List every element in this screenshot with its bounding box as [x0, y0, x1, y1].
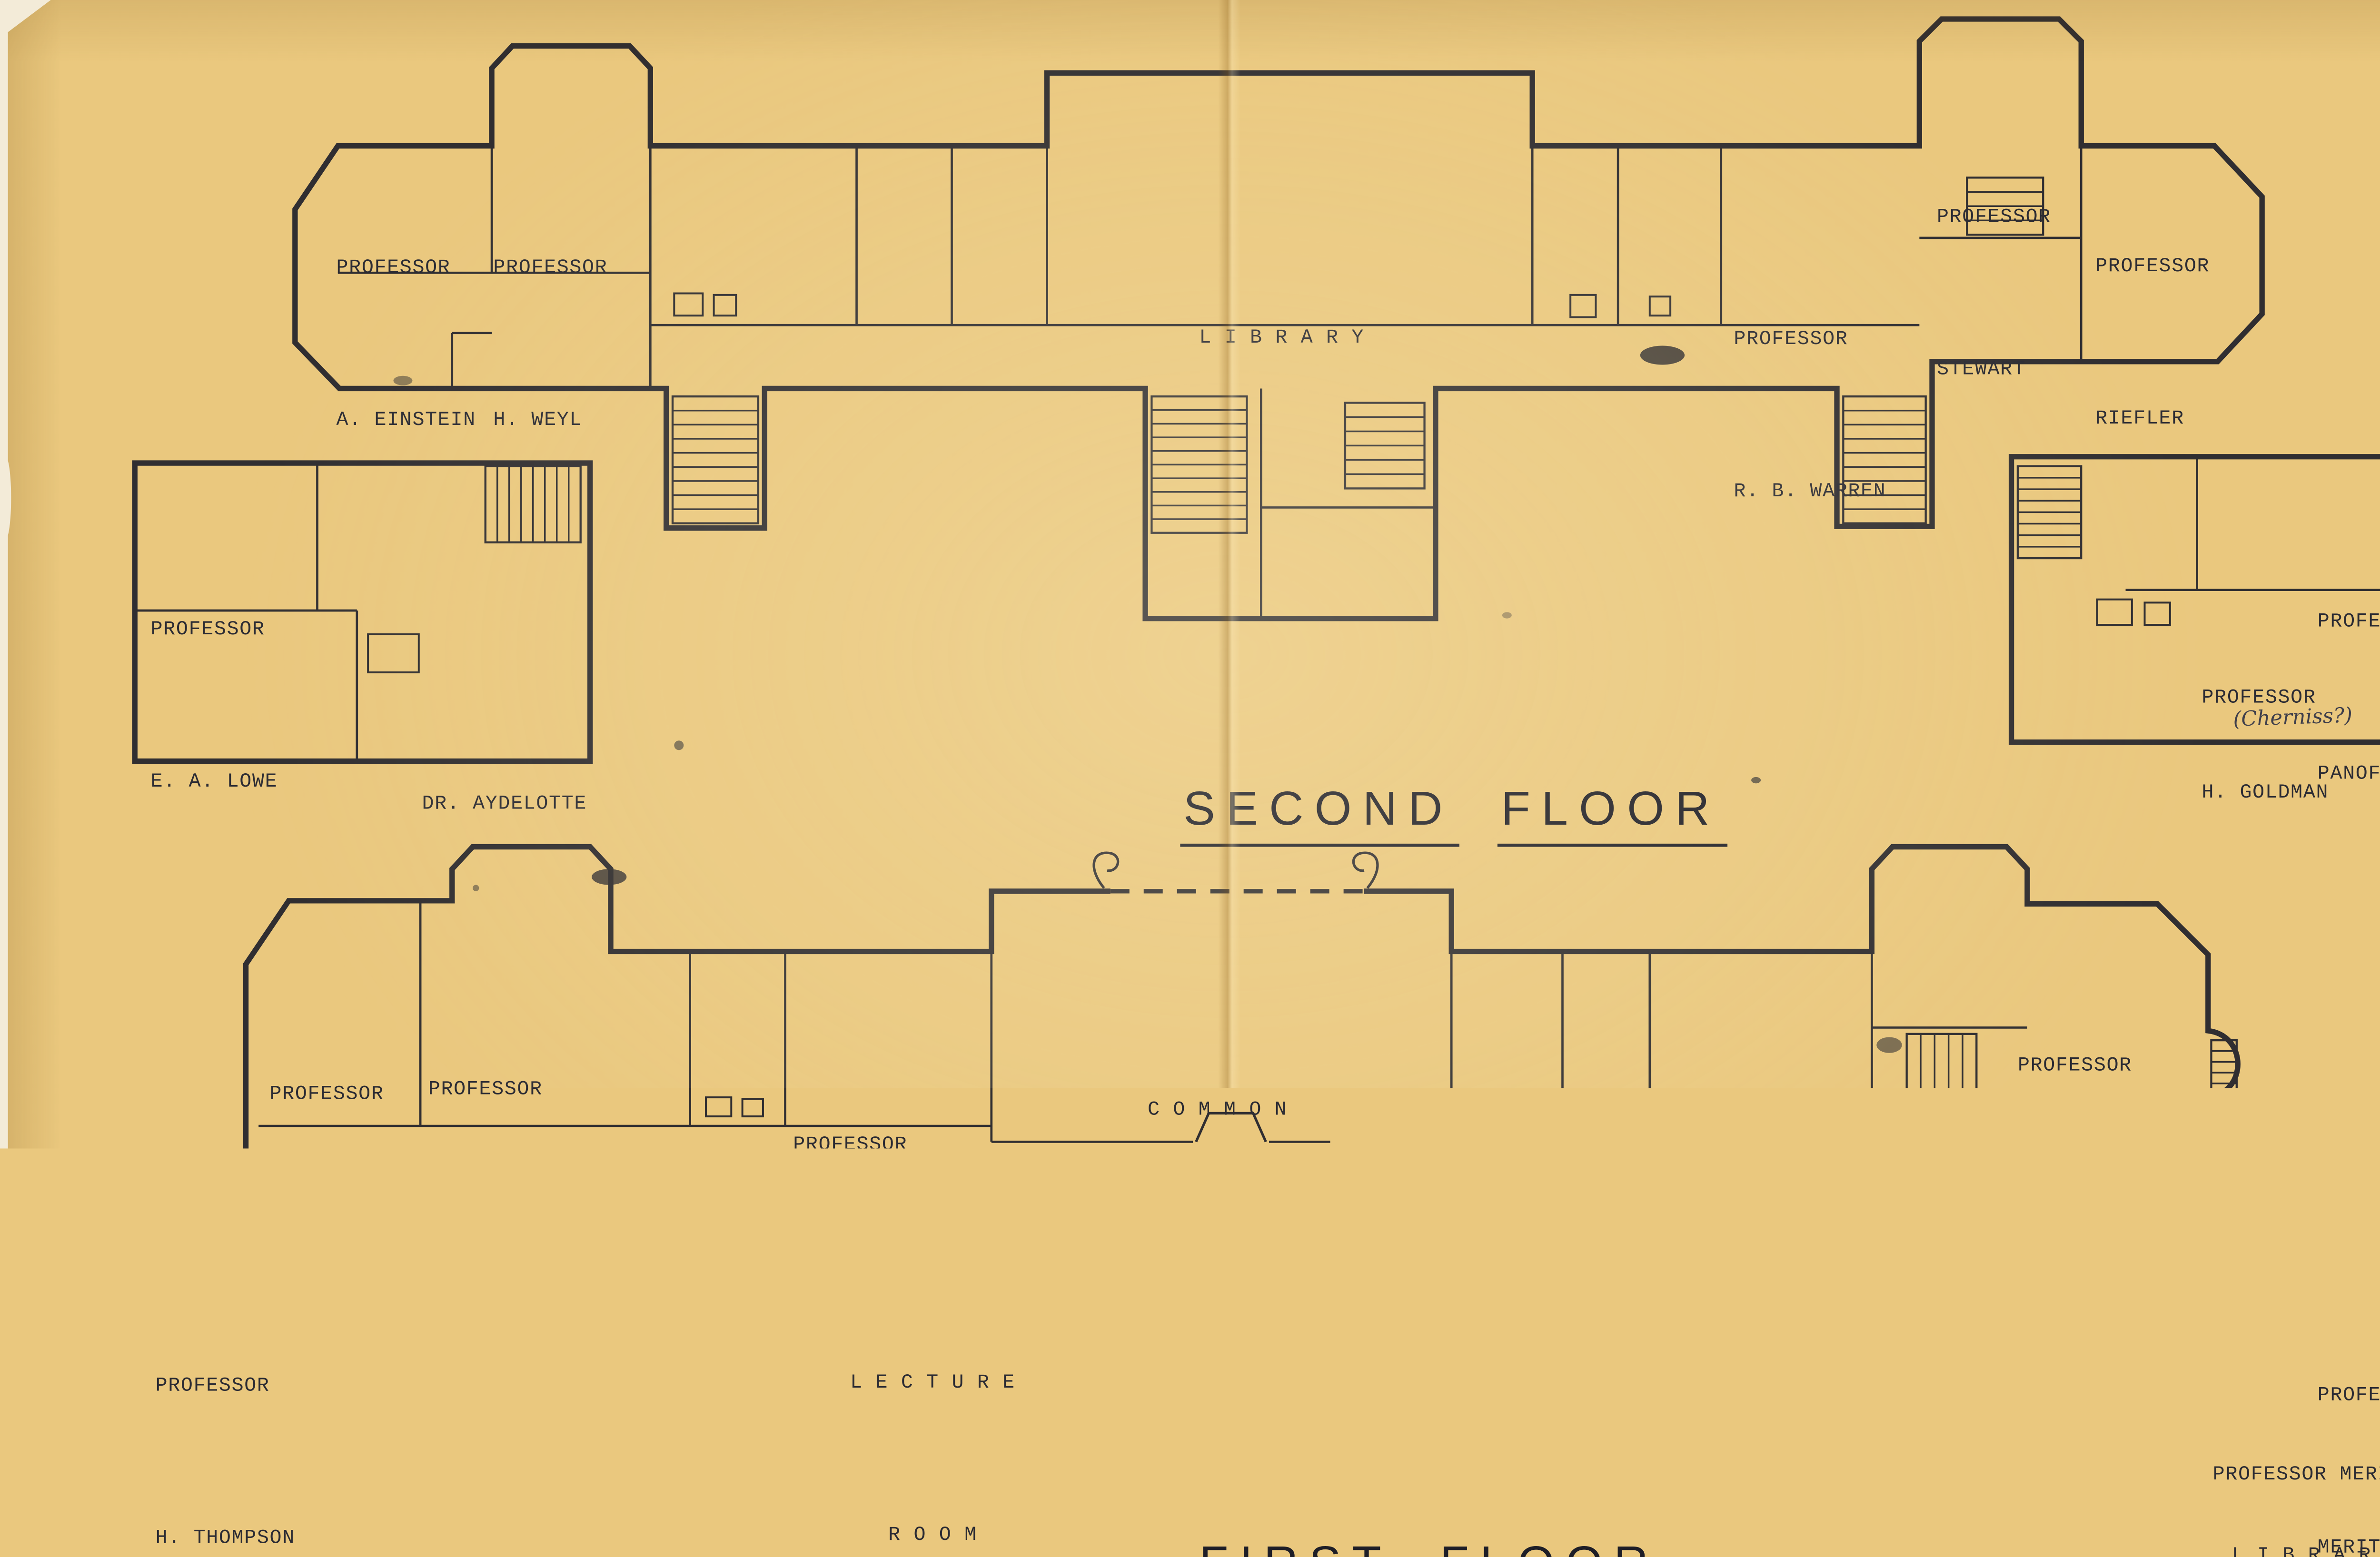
bathroom-fixture	[743, 1099, 763, 1116]
paper-tear	[0, 457, 11, 539]
handwritten-text: (Cherniss?)	[2233, 704, 2353, 732]
bathroom-fixture	[674, 294, 703, 316]
room-label-line: PROFESSOR	[2018, 1040, 2157, 1091]
room-label-warren: PROFESSOR R. B. WARREN	[1734, 213, 1886, 619]
bathroom-fixture	[1608, 1102, 1627, 1120]
paper-tear	[0, 0, 51, 38]
room-label-line: R. B. WARREN	[1734, 466, 1886, 517]
table	[2237, 1343, 2281, 1375]
bathroom-fixture	[1574, 1101, 1599, 1120]
room-label-earle: PROFESSOR E. M. EARLE	[1674, 1031, 1813, 1437]
title-word: FIRST	[1196, 1538, 1398, 1557]
room-label-switchboard: SWITCH BOARD	[1285, 1329, 1355, 1507]
room-label-line: E. A. LOWE	[151, 757, 278, 808]
scan-edge	[0, 0, 8, 1557]
room-label-line: DR. AYDELOTTE	[422, 778, 587, 829]
bathroom-fixture	[1650, 296, 1670, 315]
room-label-oppenheimer: PROFESSOR OPPENHEIMER	[2018, 939, 2157, 1345]
room-label-line: R O O M	[1111, 1237, 1325, 1288]
bathroom-fixture	[1570, 295, 1596, 317]
bathroom-fixture	[2129, 1396, 2151, 1415]
room-label-line: PROFESSOR	[1674, 1132, 1813, 1183]
room-label-alexander: PROFESSOR ALEXANDER	[428, 963, 543, 1369]
staircase	[1813, 1201, 1874, 1266]
room-label-line: E. M. EARLE	[1674, 1284, 1813, 1335]
staircase	[581, 1202, 639, 1354]
room-label-line: ALEXANDER	[428, 1216, 543, 1267]
staircase	[1907, 1034, 1977, 1094]
paper-tear	[0, 1532, 35, 1557]
room-label-line: PROFESSOR	[493, 243, 607, 294]
title-word: SECOND	[1180, 783, 1460, 847]
room-label-riefler: PROFESSOR RIEFLER	[2095, 139, 2210, 545]
room-label-lecture-room: L E C T U R E R O O M	[822, 1256, 1044, 1557]
room-label-weyl: PROFESSOR H. WEYL	[493, 141, 607, 547]
room-label-line: PROFESSOR	[793, 1120, 932, 1171]
room-label-aydelotte: DR. AYDELOTTE	[422, 677, 587, 931]
room-label-line: PROFESSOR	[1734, 314, 1886, 365]
room-label-thompson: PROFESSOR H. THOMPSON	[156, 1259, 295, 1557]
room-label-meritt-library: PROFESSOR MERITT L I B R A R Y	[2186, 1408, 2380, 1557]
room-label-line: R O O M	[822, 1510, 1044, 1557]
room-label-einstein: PROFESSOR A. EINSTEIN	[336, 141, 476, 547]
bathroom-fixture	[706, 1097, 731, 1116]
room-label-line: PROFESSOR	[1937, 192, 2051, 243]
room-label-line: SWITCH	[1285, 1373, 1355, 1396]
second-floor-title: SECOND FLOOR	[1034, 729, 1765, 901]
room-label-library: L I B R A R Y	[1199, 211, 1364, 464]
room-label-line: PROFESSOR	[2095, 241, 2210, 292]
room-label-line: H. GOLDMAN	[2202, 777, 2329, 809]
room-label-line: RIEFLER	[2095, 393, 2210, 444]
title-word: FLOOR	[1498, 783, 1727, 847]
room-label-line: PROFESSOR	[270, 1069, 384, 1120]
room-label-line: PROFESSOR	[428, 1064, 543, 1115]
room-label-line: PROFESSOR	[151, 604, 278, 655]
staircase	[673, 396, 758, 523]
room-label-line: BOARD	[1285, 1440, 1355, 1462]
bathroom-fixture	[2145, 602, 2170, 625]
room-label-line: H. WEYL	[493, 395, 607, 446]
room-label-common-room: C O M M O N R O O M	[1111, 983, 1325, 1389]
room-label-line: L I B R A R Y	[2186, 1543, 2380, 1557]
room-label-line: H. THOMPSON	[156, 1513, 295, 1557]
room-label-line: PROFESSOR MERITT	[2186, 1462, 2380, 1489]
first-floor-title: FIRST FLOOR	[1050, 1484, 1704, 1557]
bathroom-fixture	[2097, 600, 2132, 625]
bathroom-fixture	[714, 295, 736, 315]
room-label-line: L E C T U R E	[822, 1358, 1044, 1409]
room-label-line: C O M M O N	[1111, 1084, 1325, 1135]
room-label-line: OPPENHEIMER	[2018, 1192, 2157, 1243]
room-label-lowe: PROFESSOR E. A. LOWE	[151, 503, 278, 908]
room-label-line: L I B R A R Y	[1199, 313, 1364, 364]
room-label-stewart: PROFESSOR STEWART	[1937, 90, 2051, 496]
room-label-line: A. EINSTEIN	[336, 395, 476, 446]
room-label-line: STEWART	[1937, 344, 2051, 395]
room-label-line: PROFESSOR	[156, 1360, 295, 1411]
handwritten-note-cherniss: (Cherniss?)	[2192, 681, 2353, 758]
room-label-line: PROFESSOR	[336, 243, 476, 294]
closet	[368, 634, 419, 672]
title-word: FLOOR	[1437, 1538, 1666, 1557]
bathroom-fixture	[2086, 1389, 2118, 1414]
